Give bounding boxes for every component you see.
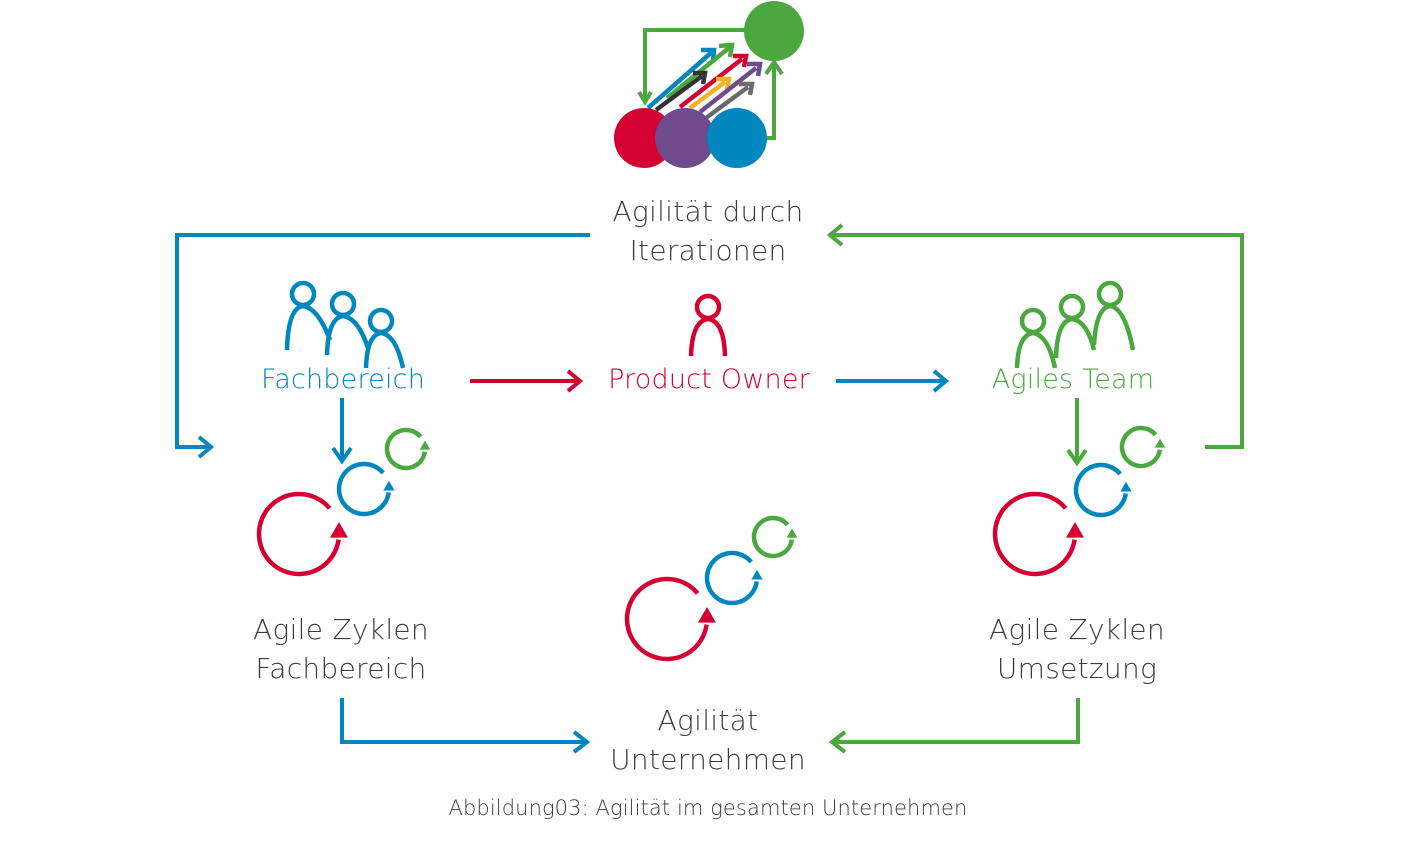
connector-iterations-to-fachbereich — [175, 233, 590, 449]
arrowhead — [566, 369, 584, 393]
arrowhead — [1066, 448, 1088, 467]
connector-arrowhead — [826, 223, 844, 247]
connector-arrowhead — [197, 435, 215, 459]
unternehmen-line1: Agilität — [657, 704, 759, 737]
blue-circle — [707, 108, 767, 168]
zyklen-umsetzung-line2: Umsetzung — [996, 652, 1158, 685]
cycle-green-umsetzung-icon — [1119, 425, 1166, 469]
arrow-dark — [654, 70, 708, 112]
connector-team-to-iterations — [830, 233, 1244, 449]
arrow-yellow — [688, 76, 732, 110]
red-circle — [614, 108, 674, 168]
node-iterations: Agilität durch Iterationen — [612, 192, 803, 270]
arrowhead — [828, 730, 847, 754]
cycle-red-unternehmen-icon — [624, 576, 716, 662]
connector-zyklen-fachbereich-to-unternehmen — [340, 698, 585, 744]
zyklen-fachbereich-line2: Fachbereich — [255, 652, 427, 685]
iteration-loop-line — [643, 28, 745, 102]
arrowhead — [932, 369, 950, 393]
arrow-red — [678, 53, 749, 109]
zyklen-fachbereich-line1: Agile Zyklen — [253, 613, 429, 646]
iterations-line2: Iterationen — [629, 234, 787, 267]
goal-circle — [744, 1, 804, 61]
fachbereich-group-icon — [284, 280, 406, 369]
unternehmen-line2: Unternehmen — [610, 743, 806, 776]
iteration-return-arrowhead — [764, 58, 784, 76]
cycle-green-fachbereich-icon — [384, 427, 431, 471]
fachbereich-label: Fachbereich — [260, 364, 426, 395]
agiles-team-group-icon — [1014, 280, 1136, 369]
product-owner-label: Product Owner — [608, 364, 810, 395]
arrow-purple — [698, 61, 763, 114]
cycle-blue-umsetzung-icon — [1073, 462, 1132, 518]
iteration-return-line — [766, 64, 776, 140]
product-owner-icon — [688, 293, 728, 357]
cycle-red-umsetzung-icon — [992, 491, 1084, 577]
node-unternehmen: Agilität Unternehmen — [610, 701, 806, 779]
purple-circle — [655, 108, 715, 168]
node-zyklen-umsetzung: Agile Zyklen Umsetzung — [989, 610, 1165, 688]
arrowhead — [331, 446, 353, 465]
cycle-blue-unternehmen-icon — [704, 550, 763, 606]
connector-zyklen-umsetzung-to-unternehmen — [833, 698, 1080, 744]
iterations-line1: Agilität durch — [612, 195, 804, 228]
agiles-team-label: Agiles Team — [991, 364, 1155, 395]
cycle-red-fachbereich-icon — [256, 491, 348, 577]
arrowhead — [572, 730, 591, 754]
figure-caption: Abbildung03: Agilität im gesamten Untern… — [448, 796, 968, 820]
node-zyklen-fachbereich: Agile Zyklen Fachbereich — [253, 610, 429, 688]
iteration-loop-arrowhead — [637, 90, 653, 106]
iteration-arrows — [646, 42, 763, 120]
arrow-grey — [704, 81, 755, 120]
iteration-icon — [614, 1, 804, 168]
cycle-blue-fachbereich-icon — [336, 461, 395, 517]
cycle-green-unternehmen-icon — [751, 515, 798, 559]
zyklen-umsetzung-line1: Agile Zyklen — [989, 613, 1165, 646]
